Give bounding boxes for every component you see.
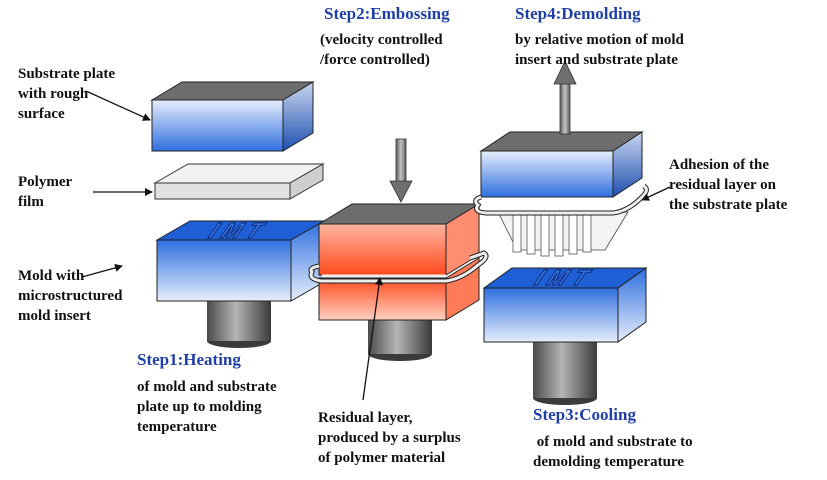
step4-title: Step4:Demolding — [515, 4, 641, 23]
mold-leader — [81, 263, 123, 278]
step1-desc-line1: of mold and substrate — [137, 379, 277, 395]
substrate-callout-line2: with rough — [18, 86, 89, 102]
step1-desc-line3: temperature — [137, 419, 217, 435]
step2-cylinder — [368, 318, 432, 361]
substrate-callout-line3: surface — [18, 106, 65, 122]
adhesion-callout-line2: residual layer on — [669, 177, 776, 193]
step2-embossing-arrow-icon — [389, 138, 413, 203]
step3-desc-line2: demolding temperature — [533, 454, 684, 470]
mold-callout-line3: mold insert — [18, 308, 91, 324]
mold-callout-line1: Mold with — [18, 268, 85, 284]
step1-title: Step1:Heating — [137, 350, 241, 369]
residual-leader — [362, 277, 383, 401]
residual-callout-line3: of polymer material — [318, 450, 446, 466]
step2-stack — [308, 203, 489, 321]
step4-desc-line1: by relative motion of mold — [515, 32, 684, 48]
step4-demolding-arrow-icon — [553, 60, 577, 135]
step2-desc-line2: /force controlled) — [320, 52, 430, 68]
polymer-callout-line2: film — [18, 194, 44, 210]
adhesion-callout-line3: the substrate plate — [669, 197, 788, 213]
step4-microstructure-pillars — [497, 211, 629, 257]
step4-desc-line2: insert and substrate plate — [515, 52, 678, 68]
step3-mold-block: IMT — [482, 266, 648, 343]
adhesion-leader — [641, 186, 671, 201]
substrate-callout-line1: Substrate plate — [18, 66, 116, 82]
polymer-callout-line1: Polymer — [18, 174, 73, 190]
step2-desc-line1: (velocity controlled — [320, 32, 443, 48]
step3-desc-line1: of mold and substrate to — [533, 434, 693, 450]
step2-title: Step2:Embossing — [324, 4, 450, 23]
residual-callout-line1: Residual layer, — [318, 410, 413, 426]
adhesion-callout-line1: Adhesion of the — [669, 157, 770, 173]
step3-title: Step3:Cooling — [533, 405, 636, 424]
step1-mold-block: IMT — [155, 219, 326, 302]
step1-desc-line2: plate up to molding — [137, 399, 262, 415]
step1-mold-cylinder — [207, 300, 271, 348]
substrate-leader — [85, 90, 151, 121]
step4-substrate-plate — [473, 131, 649, 216]
residual-callout-line2: produced by a surplus — [318, 430, 461, 446]
step1-polymer-film — [153, 163, 325, 200]
step1-substrate-plate — [150, 81, 315, 152]
mold-callout-line2: microstructured — [18, 288, 123, 304]
step3-cylinder — [533, 342, 597, 405]
